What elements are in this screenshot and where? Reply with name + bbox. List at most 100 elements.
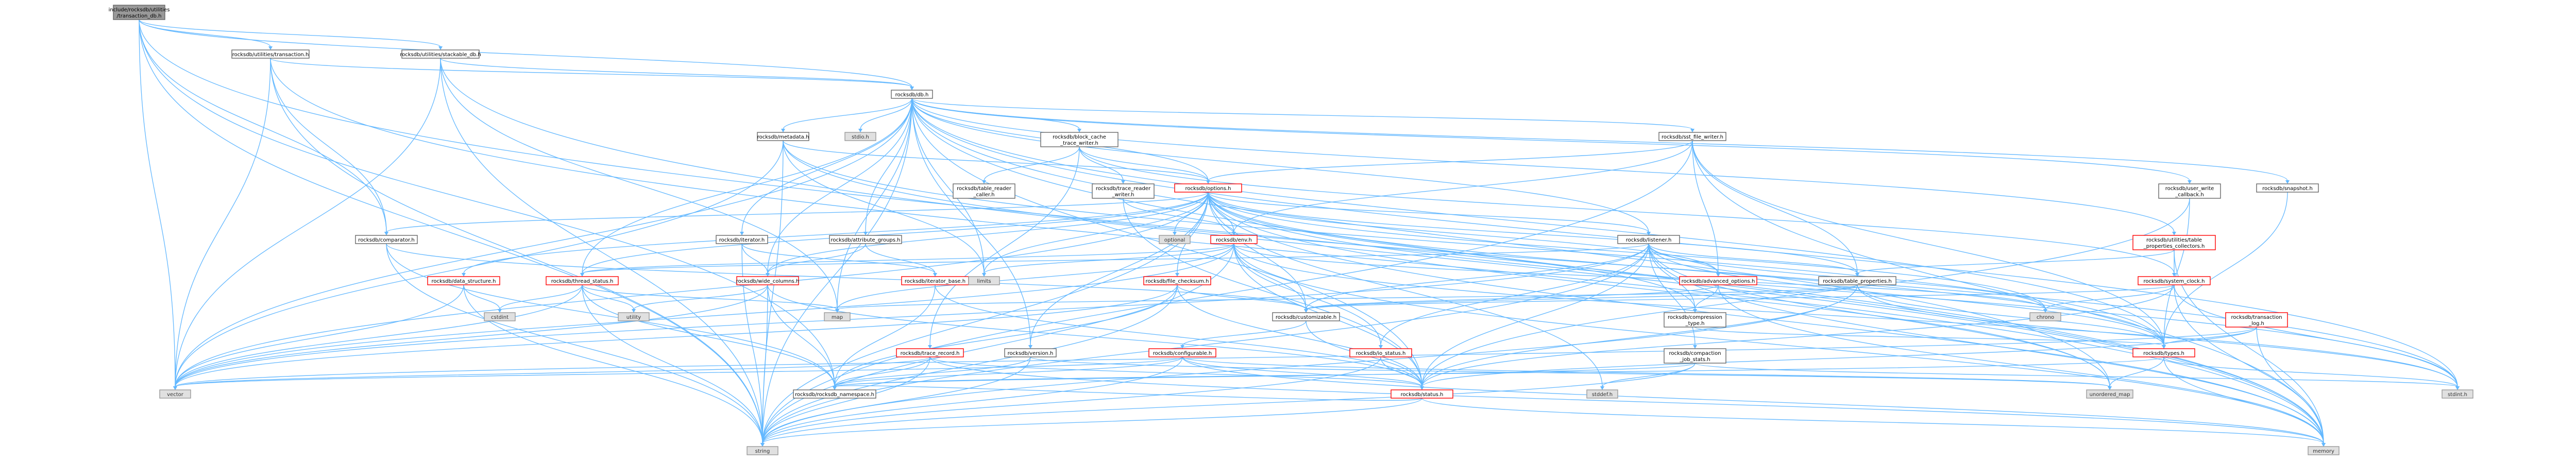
edge-arrowhead-db-to-stdio: [858, 129, 862, 132]
edge-sst_file_writer-to-env: [1233, 140, 1693, 233]
edge-arrowhead-listener-to-compaction_job_stats: [1693, 345, 1697, 349]
node-label: rocksdb/types.h: [2143, 351, 2184, 356]
edge-options-to-thread_status: [582, 192, 1209, 274]
node-box: [716, 235, 768, 244]
node-version[interactable]: rocksdb/version.h: [1004, 348, 1057, 357]
node-label: optional: [1164, 237, 1185, 243]
node-listener[interactable]: rocksdb/listener.h: [1617, 235, 1680, 244]
node-trace-reader-writer[interactable]: rocksdb/trace_reader_writer.h: [1092, 183, 1155, 199]
node-map: map: [824, 312, 851, 321]
edge-arrowhead-block_cache_trace_writer-to-table_reader_caller: [982, 180, 986, 184]
node-box: [968, 276, 1000, 285]
node-label: _callback.h: [2175, 192, 2204, 198]
node-advanced-options[interactable]: rocksdb/advanced_options.h: [1679, 276, 1757, 285]
node-label: rocksdb/sst_file_writer.h: [1662, 134, 1723, 140]
node-label: rocksdb/system_clock.h: [2144, 279, 2205, 284]
node-label: stddef.h: [1592, 392, 1613, 398]
node-label: _log.h: [2248, 321, 2264, 327]
node-status[interactable]: rocksdb/status.h: [1391, 389, 1453, 399]
node-table-reader-caller[interactable]: rocksdb/table_reader_caller.h: [953, 183, 1015, 199]
node-box: [1664, 312, 1726, 328]
node-label: stdint.h: [2448, 392, 2467, 398]
edge-data_structure-to-cstdint: [463, 284, 500, 310]
edge-db-to-types: [911, 98, 2164, 346]
node-system-clock[interactable]: rocksdb/system_clock.h: [2138, 276, 2211, 285]
edge-wide_columns-to-status: [767, 284, 1422, 387]
node-label: _type.h: [1685, 321, 1705, 327]
edge-arrowhead-listener-to-thread_status: [580, 273, 584, 277]
node-data-structure[interactable]: rocksdb/data_structure.h: [427, 276, 500, 285]
node-metadata[interactable]: rocksdb/metadata.h: [757, 132, 809, 141]
edge-trace_reader_writer-to-env: [1123, 198, 1234, 233]
node-label: limits: [977, 279, 991, 284]
edge-transaction-to-db: [270, 58, 912, 88]
node-label: _properties_collectors.h: [2143, 244, 2205, 249]
node-rocksdb-namespace[interactable]: rocksdb/rocksdb_namespace.h: [793, 389, 876, 399]
edge-listener-to-vector: [175, 243, 1649, 387]
node-stddef: stddef.h: [1586, 389, 1618, 399]
node-label: rocksdb/trace_record.h: [901, 351, 960, 356]
node-label: rocksdb/version.h: [1008, 351, 1054, 356]
edge-env-to-thread_status: [582, 243, 1234, 274]
edge-file_checksum-to-string: [762, 284, 1178, 444]
node-iterator[interactable]: rocksdb/iterator.h: [716, 235, 768, 244]
node-box: [113, 5, 165, 20]
node-comparator[interactable]: rocksdb/comparator.h: [355, 235, 418, 244]
edge-sst_file_writer-to-options: [1208, 140, 1693, 181]
node-trace-record[interactable]: rocksdb/trace_record.h: [896, 348, 964, 357]
edge-attribute_groups-to-iterator_base: [865, 243, 936, 274]
node-table-properties-collectors[interactable]: rocksdb/utilities/table_properties_colle…: [2132, 235, 2216, 250]
node-io-status[interactable]: rocksdb/io_status.h: [1349, 348, 1412, 357]
node-compression-type[interactable]: rocksdb/compression_type.h: [1664, 312, 1726, 328]
node-file-checksum[interactable]: rocksdb/file_checksum.h: [1143, 276, 1211, 285]
node-box: [159, 389, 191, 399]
node-iterator-base[interactable]: rocksdb/iterator_base.h: [901, 276, 969, 285]
node-user-write-callback[interactable]: rocksdb/user_write_callback.h: [2158, 183, 2221, 199]
node-box: [2256, 183, 2319, 193]
edge-arrowhead-db-to-iterator: [740, 232, 744, 235]
node-snapshot[interactable]: rocksdb/snapshot.h: [2256, 183, 2319, 193]
node-transaction-log[interactable]: rocksdb/transaction_log.h: [2225, 312, 2288, 328]
node-customizable[interactable]: rocksdb/customizable.h: [1272, 312, 1340, 321]
edge-db-to-metadata: [783, 98, 912, 130]
node-env[interactable]: rocksdb/env.h: [1210, 235, 1258, 244]
node-options[interactable]: rocksdb/options.h: [1174, 183, 1242, 193]
edge-version-to-unordered_map: [1030, 356, 2110, 387]
node-label: _writer.h: [1112, 192, 1134, 198]
node-types[interactable]: rocksdb/types.h: [2132, 348, 2195, 357]
node-box: [1159, 235, 1191, 244]
edge-comparator-to-string: [386, 243, 763, 444]
node-configurable[interactable]: rocksdb/configurable.h: [1148, 348, 1216, 357]
node-utility: utility: [618, 312, 650, 321]
edge-types-to-unordered_map: [2109, 356, 2164, 387]
node-block-cache-trace-writer[interactable]: rocksdb/block_cache_trace_writer.h: [1040, 132, 1118, 147]
node-compaction-job-stats[interactable]: rocksdb/compaction_job_stats.h: [1664, 348, 1726, 364]
node-thread-status[interactable]: rocksdb/thread_status.h: [546, 276, 619, 285]
edge-wide_columns-to-utility: [633, 284, 768, 310]
node-root[interactable]: include/rocksdb/utilities/transaction_db…: [109, 5, 170, 20]
edge-arrowhead-types-to-unordered_map: [2108, 386, 2112, 390]
node-box: [618, 312, 650, 321]
node-transaction[interactable]: rocksdb/utilities/transaction.h: [231, 49, 310, 59]
node-label: rocksdb/snapshot.h: [2262, 186, 2313, 192]
node-stackable-db[interactable]: rocksdb/utilities/stackable_db.h: [400, 49, 481, 59]
node-box: [844, 132, 876, 141]
edge-arrowhead-block_cache_trace_writer-to-trace_record: [928, 345, 932, 349]
node-box: [427, 276, 500, 285]
edge-transaction_log-to-memory: [2256, 327, 2324, 444]
edge-root-to-vector: [139, 19, 176, 387]
node-box: [1143, 276, 1211, 285]
node-label: _trace_writer.h: [1060, 141, 1098, 146]
edge-arrowhead-configurable-to-vector: [173, 386, 177, 390]
node-wide-columns[interactable]: rocksdb/wide_columns.h: [736, 276, 800, 285]
node-box: [1174, 183, 1242, 193]
node-table-properties[interactable]: rocksdb/table_properties.h: [1818, 276, 1896, 285]
node-sst-file-writer[interactable]: rocksdb/sst_file_writer.h: [1658, 132, 1726, 141]
edge-metadata-to-string: [762, 140, 784, 444]
node-db[interactable]: rocksdb/db.h: [891, 90, 933, 99]
node-label: string: [755, 449, 770, 454]
node-label: memory: [2313, 449, 2334, 454]
node-box: [1040, 132, 1118, 147]
edge-options-to-wide_columns: [767, 192, 1209, 274]
node-attribute-groups[interactable]: rocksdb/attribute_groups.h: [829, 235, 902, 244]
